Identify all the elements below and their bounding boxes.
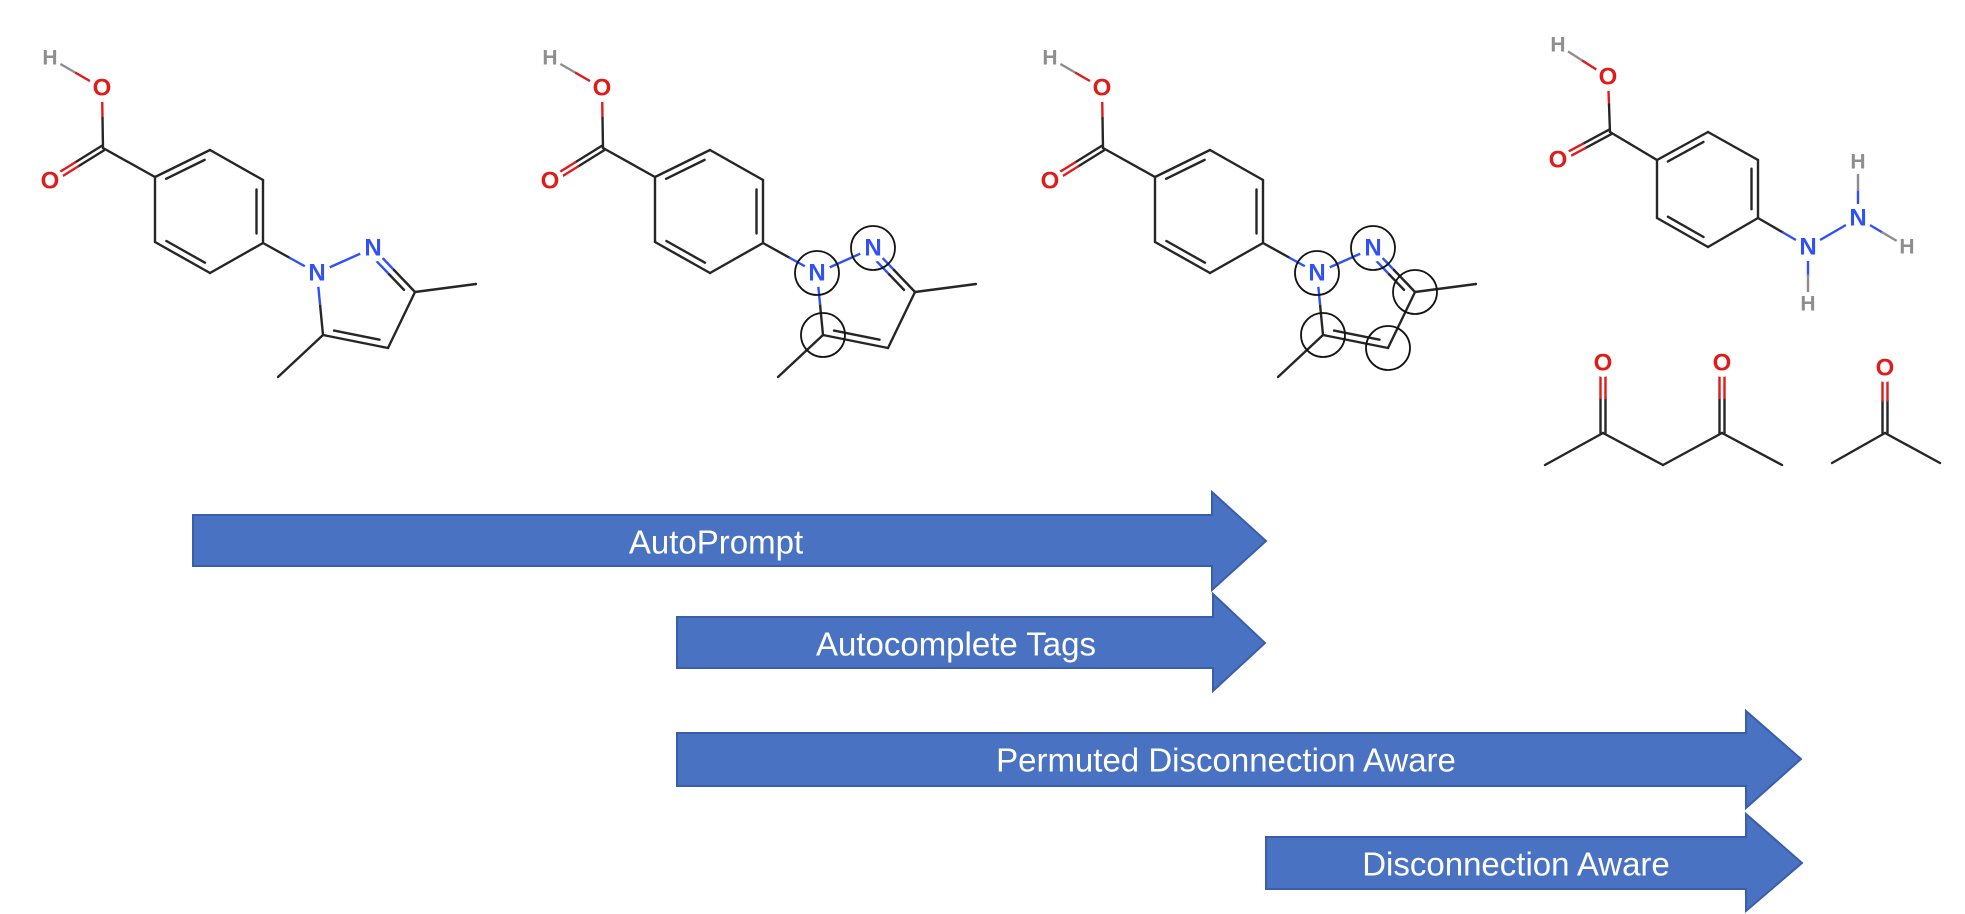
arrow-permuted-disconnection-aware: Permuted Disconnection Aware (676, 708, 1803, 811)
svg-text:H: H (1850, 151, 1865, 174)
svg-text:N: N (1849, 205, 1866, 232)
svg-text:O: O (1093, 75, 1112, 102)
svg-text:H: H (1800, 293, 1815, 316)
arrow-disconnection-aware-shape (1265, 811, 1804, 914)
arrow-autocomplete-tags-shape (676, 591, 1267, 694)
molecule-hydrazinyl-benzoic-acid-product: H O O N H N H H (1544, 33, 1919, 316)
svg-text:O: O (41, 168, 60, 195)
svg-text:O: O (541, 168, 560, 195)
svg-text:H: H (1550, 34, 1565, 57)
arrow-autoprompt-shape (192, 489, 1268, 593)
svg-text:N: N (364, 235, 381, 262)
svg-text:H: H (1899, 236, 1914, 259)
svg-text:N: N (864, 235, 881, 262)
svg-text:N: N (1364, 235, 1381, 262)
molecule-acetone-product: O (1830, 354, 1942, 465)
arrow-permuted-disconnection-aware-label: Permuted Disconnection Aware (996, 742, 1456, 779)
svg-text:H: H (542, 47, 557, 70)
svg-text:N: N (808, 260, 825, 287)
svg-text:N: N (1799, 234, 1816, 261)
svg-text:O: O (593, 75, 612, 102)
arrow-disconnection-aware: Disconnection Aware (1265, 811, 1804, 914)
arrow-autoprompt-label: AutoPrompt (629, 524, 803, 561)
molecule-pyrazole-benzoic-acid-fully-tagged: H O O N N (1036, 46, 1478, 379)
svg-text:O: O (1713, 350, 1732, 377)
svg-text:N: N (308, 260, 325, 287)
svg-text:O: O (1041, 168, 1060, 195)
arrow-disconnection-aware-label: Disconnection Aware (1362, 846, 1670, 883)
svg-text:H: H (1042, 47, 1057, 70)
molecule-pyrazole-benzoic-acid: H O O N N (36, 46, 478, 379)
svg-text:O: O (1594, 350, 1613, 377)
arrow-autocomplete-tags: Autocomplete Tags (676, 591, 1267, 694)
arrow-autocomplete-tags-label: Autocomplete Tags (816, 626, 1096, 663)
arrow-permuted-disconnection-aware-shape (676, 708, 1803, 811)
svg-text:O: O (1876, 355, 1895, 382)
svg-text:N: N (1308, 260, 1325, 287)
svg-text:O: O (1599, 64, 1618, 91)
svg-text:H: H (42, 47, 57, 70)
molecule-pyrazole-benzoic-acid-partially-tagged: H O O N N (536, 46, 978, 379)
svg-text:O: O (1549, 147, 1568, 174)
arrow-autoprompt: AutoPrompt (192, 489, 1268, 593)
svg-text:O: O (93, 75, 112, 102)
